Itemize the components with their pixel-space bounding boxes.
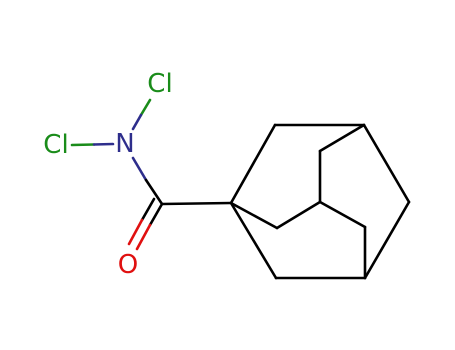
bond-segment — [148, 202, 164, 227]
cage-bond — [318, 200, 367, 229]
bond-segment — [127, 218, 144, 246]
bond-carbonyl-double — [127, 197, 164, 251]
bond-n-cl-left — [70, 142, 115, 147]
bond-n-cl-top — [131, 98, 152, 131]
bond-segment — [140, 197, 156, 222]
bond-segment — [131, 113, 143, 131]
cage-bond — [363, 200, 411, 280]
atom-label-o: O — [118, 250, 138, 280]
cage-bond — [229, 201, 279, 230]
cage-bond — [318, 123, 366, 153]
bond-segment — [70, 143, 96, 147]
bond-n-carbonyl — [131, 156, 164, 206]
bond-segment — [144, 178, 164, 206]
cage-bond — [362, 123, 411, 204]
bond-segment — [92, 142, 115, 146]
bond-segment — [135, 223, 152, 251]
atom-label-cl-left: Cl — [43, 130, 68, 160]
adamantane-cage — [229, 123, 411, 280]
bond-carbonyl-cage — [160, 201, 233, 206]
atom-label-cl-top: Cl — [147, 69, 172, 99]
bond-segment — [131, 156, 148, 182]
cage-bond — [275, 200, 322, 230]
cage-bond — [229, 123, 277, 205]
bond-segment — [139, 98, 152, 117]
cage-bond — [229, 201, 278, 280]
atom-label-n: N — [115, 129, 134, 159]
